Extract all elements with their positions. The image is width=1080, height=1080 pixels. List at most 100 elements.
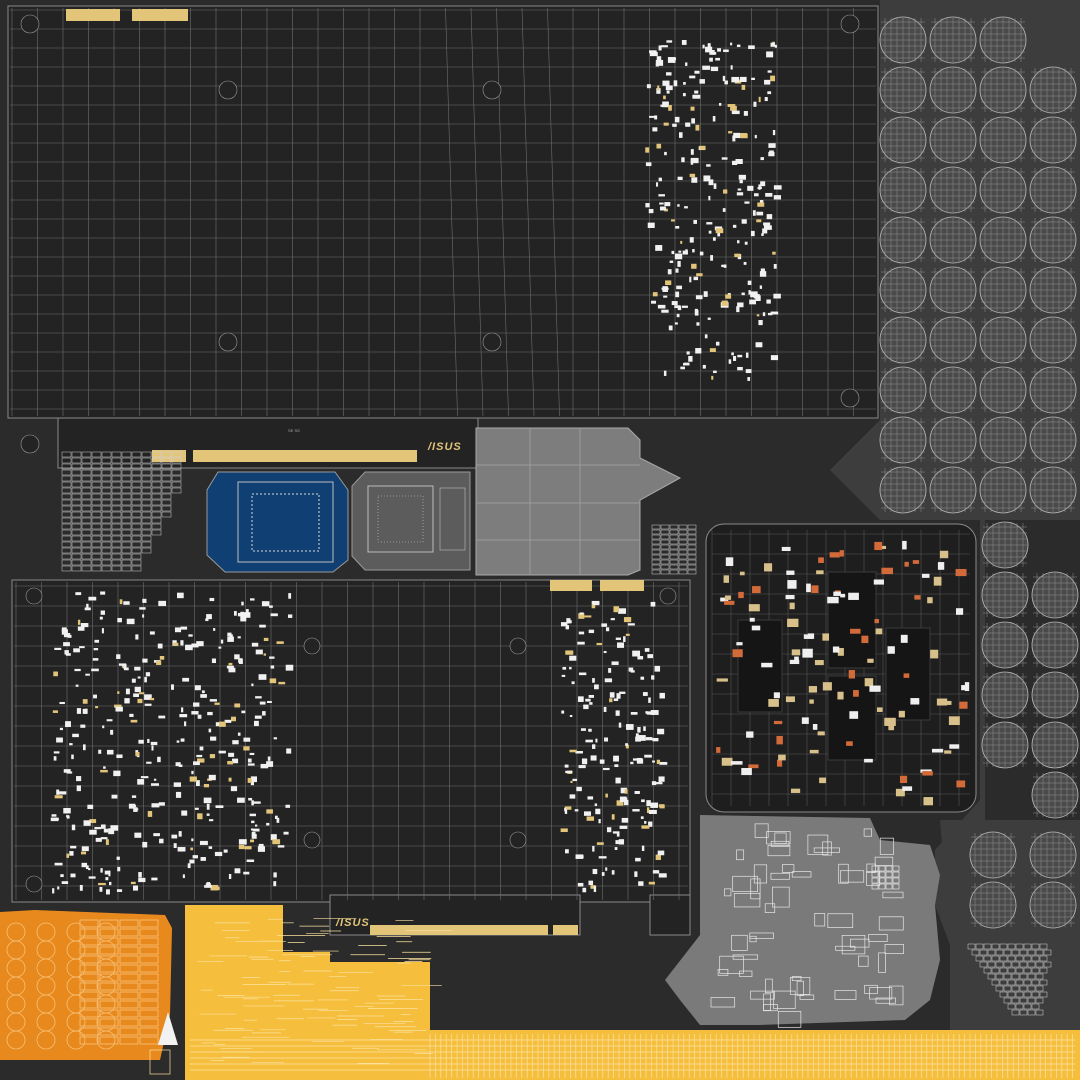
uv-cell [121, 469, 132, 476]
power-part [955, 568, 967, 577]
smd-part [645, 147, 650, 153]
smd-part [690, 157, 699, 164]
uv-cell [669, 549, 679, 555]
power-board [705, 523, 977, 813]
smd-part [762, 312, 766, 317]
smd-part [662, 286, 668, 292]
power-part [944, 750, 952, 754]
uv-cell [1011, 1009, 1020, 1016]
uv-cell [101, 499, 112, 506]
smd-part [269, 605, 273, 608]
smd-part [657, 85, 660, 91]
smd-part [682, 363, 690, 366]
smd-part [70, 873, 76, 878]
power-part [895, 788, 905, 797]
uv-cell [660, 559, 670, 565]
uv-cell [651, 534, 661, 540]
smd-part [99, 616, 103, 620]
orange-cell [139, 1000, 159, 1009]
smd-part [56, 789, 60, 795]
smd-part [617, 642, 625, 648]
smd-part [105, 839, 109, 845]
shroud-cell [885, 865, 893, 872]
uv-cell [101, 463, 112, 470]
smd-part [206, 803, 210, 810]
smd-part [693, 219, 697, 224]
uv-cell [1015, 967, 1024, 974]
uv-cell [61, 529, 72, 536]
smd-part [196, 754, 203, 758]
power-part [933, 576, 942, 586]
smd-part [760, 181, 766, 187]
power-part [955, 608, 964, 615]
smd-part [84, 607, 91, 611]
uv-cell [151, 469, 162, 476]
uv-cell [131, 541, 142, 548]
uv-cell [1027, 973, 1036, 980]
smd-part [179, 714, 188, 718]
smd-part [747, 377, 751, 381]
shroud-cell [814, 913, 826, 927]
smd-part [618, 839, 625, 845]
shroud-cell [772, 886, 790, 908]
uv-cell [1023, 1003, 1032, 1010]
smd-part [673, 80, 678, 87]
smd-part [79, 884, 83, 891]
smd-part [664, 202, 671, 207]
smd-part [194, 807, 199, 810]
smd-part [213, 628, 216, 631]
smd-part [118, 663, 127, 666]
smd-part [129, 713, 134, 717]
smd-part [694, 309, 699, 316]
smd-part [227, 760, 234, 765]
power-part [790, 788, 801, 793]
smd-part [237, 732, 241, 736]
orange-cell [139, 1036, 159, 1045]
smd-part [287, 614, 293, 618]
shroud-cell [878, 877, 886, 884]
smd-part [100, 610, 105, 615]
smd-part [759, 285, 763, 289]
uv-cell [111, 511, 122, 518]
smd-part [659, 692, 665, 699]
smd-part [103, 828, 109, 833]
smd-part [85, 673, 90, 676]
uv-cell [651, 559, 661, 565]
power-part [922, 771, 933, 776]
uv-cell [987, 961, 996, 968]
smd-part [77, 619, 81, 625]
power-part [853, 690, 859, 697]
smd-part [737, 354, 743, 358]
smd-part [731, 76, 740, 83]
smd-part [702, 364, 706, 369]
smd-part [710, 255, 714, 261]
smd-part [243, 612, 251, 618]
smd-part [649, 115, 657, 118]
smd-part [760, 268, 765, 274]
smd-part [756, 314, 760, 317]
smd-part [594, 684, 599, 690]
shroud-cell [858, 955, 869, 967]
uv-cell [1019, 961, 1028, 968]
smd-part [652, 760, 655, 763]
smd-part [176, 740, 180, 743]
smd-part [180, 626, 188, 630]
smd-part [277, 845, 285, 848]
uv-cell [141, 487, 152, 494]
power-part [794, 656, 799, 661]
smd-part [715, 341, 720, 346]
uv-cell [91, 541, 102, 548]
smd-part [737, 240, 740, 244]
smd-part [741, 84, 746, 90]
smd-part [594, 803, 598, 807]
power-part [787, 580, 797, 589]
smd-part [767, 70, 772, 73]
smd-part [591, 603, 596, 609]
smd-part [651, 781, 657, 786]
smd-part [56, 737, 63, 743]
smd-part [228, 662, 233, 666]
smd-part [627, 623, 635, 626]
smd-part [616, 831, 620, 837]
uv-cell [141, 505, 152, 512]
